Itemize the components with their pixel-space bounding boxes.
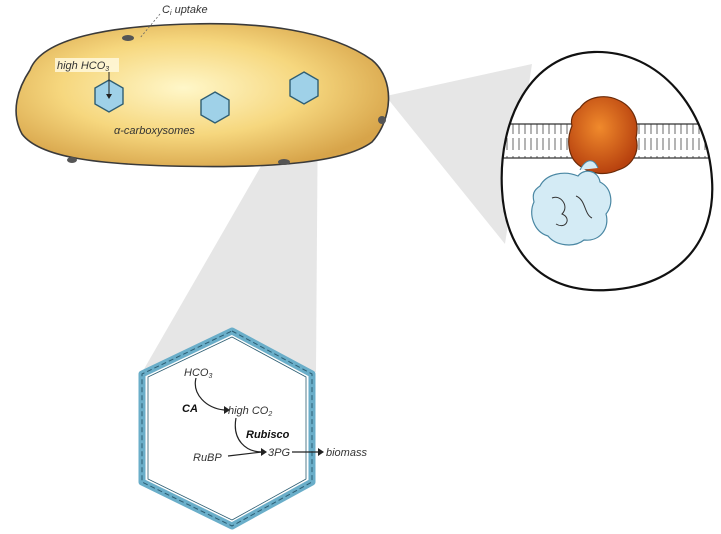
biomass-label: biomass	[326, 447, 367, 459]
carboxysome-icon	[200, 91, 230, 124]
membrane-protein-dot	[278, 159, 290, 165]
rubp-label: RuBP	[193, 452, 222, 464]
rubisco-label: Rubisco	[246, 429, 290, 441]
carboxysome-zoom-panel	[138, 327, 316, 530]
arrow-co2-to-3pg	[234, 417, 263, 453]
carboxysomes-label: α-carboxysomes	[114, 125, 195, 137]
membrane-transporter-protein	[568, 96, 638, 175]
high-co2-sub: 2	[267, 411, 272, 418]
ci-uptake-label: Ci uptake	[162, 4, 208, 17]
arrowhead	[224, 406, 230, 414]
ca-label: CA	[182, 403, 198, 415]
high-co2-label: high CO2	[228, 405, 272, 418]
ci-uptake-rest: uptake	[172, 4, 208, 16]
arrowhead	[261, 448, 267, 456]
ci-uptake-leader	[139, 13, 161, 39]
carboxysome-icon	[289, 71, 319, 105]
zoom-wedge-protein	[386, 64, 532, 244]
protein-zoom-outline	[500, 50, 714, 292]
high-co2-main: high CO	[228, 405, 269, 417]
high-hco3-sub: 3	[105, 66, 109, 73]
protein-zoom-panel	[500, 50, 714, 292]
membrane-protein-dot	[378, 116, 386, 124]
3pg-label: 3PG	[268, 447, 290, 459]
arrowhead	[318, 448, 324, 456]
high-hco3-label-bg	[55, 58, 119, 72]
membrane-protein-dot	[67, 157, 77, 163]
membrane-protein-dot	[122, 35, 134, 41]
ci-uptake-main: C	[162, 4, 170, 16]
bacterial-cell	[15, 22, 390, 168]
carboxysome-icon	[94, 72, 124, 113]
hco3-sub: 3	[208, 373, 212, 380]
ci-uptake-sub: i	[170, 10, 172, 17]
hco3-main: HCO	[184, 367, 209, 379]
arrow-rubp-to-3pg	[227, 451, 263, 457]
arrow-hco3-to-co2	[194, 377, 225, 411]
high-hco3-main: high HCO	[57, 60, 106, 72]
soluble-protein	[531, 170, 612, 246]
hco3-label: HCO3	[184, 367, 212, 380]
high-hco3-label: high HCO3	[57, 60, 109, 73]
